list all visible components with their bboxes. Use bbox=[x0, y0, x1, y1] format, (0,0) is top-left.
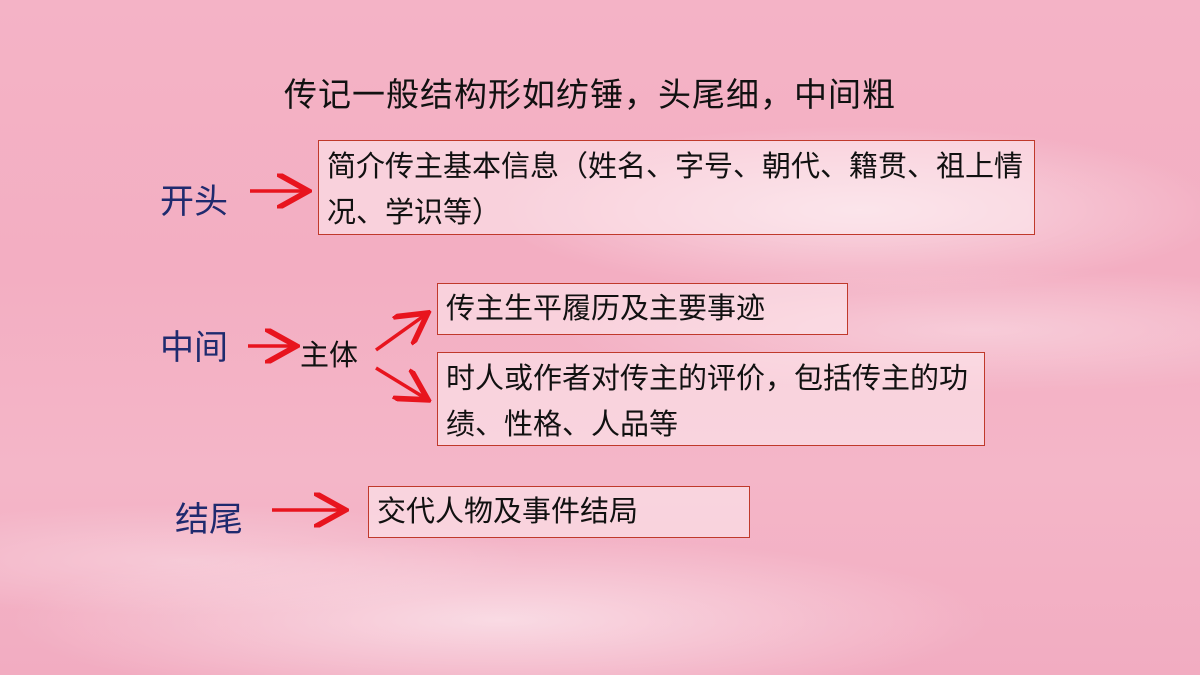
box-middle-content-1: 传主生平履历及主要事迹 bbox=[437, 283, 848, 335]
arrow-main-body-down bbox=[375, 366, 425, 398]
slide-title: 传记一般结构形如纺锤，头尾细，中间粗 bbox=[284, 75, 896, 114]
label-opening: 开头 bbox=[160, 182, 228, 222]
box-middle-content-2: 时人或作者对传主的评价，包括传主的功绩、性格、人品等 bbox=[437, 352, 985, 446]
box-ending-content: 交代人物及事件结局 bbox=[368, 486, 750, 538]
arrow-main-body-up bbox=[374, 315, 425, 352]
box-opening-content: 简介传主基本信息（姓名、字号、朝代、籍贯、祖上情况、学识等） bbox=[318, 140, 1035, 235]
label-main-body: 主体 bbox=[300, 338, 359, 372]
label-middle: 中间 bbox=[160, 328, 228, 368]
label-ending: 结尾 bbox=[175, 500, 243, 540]
